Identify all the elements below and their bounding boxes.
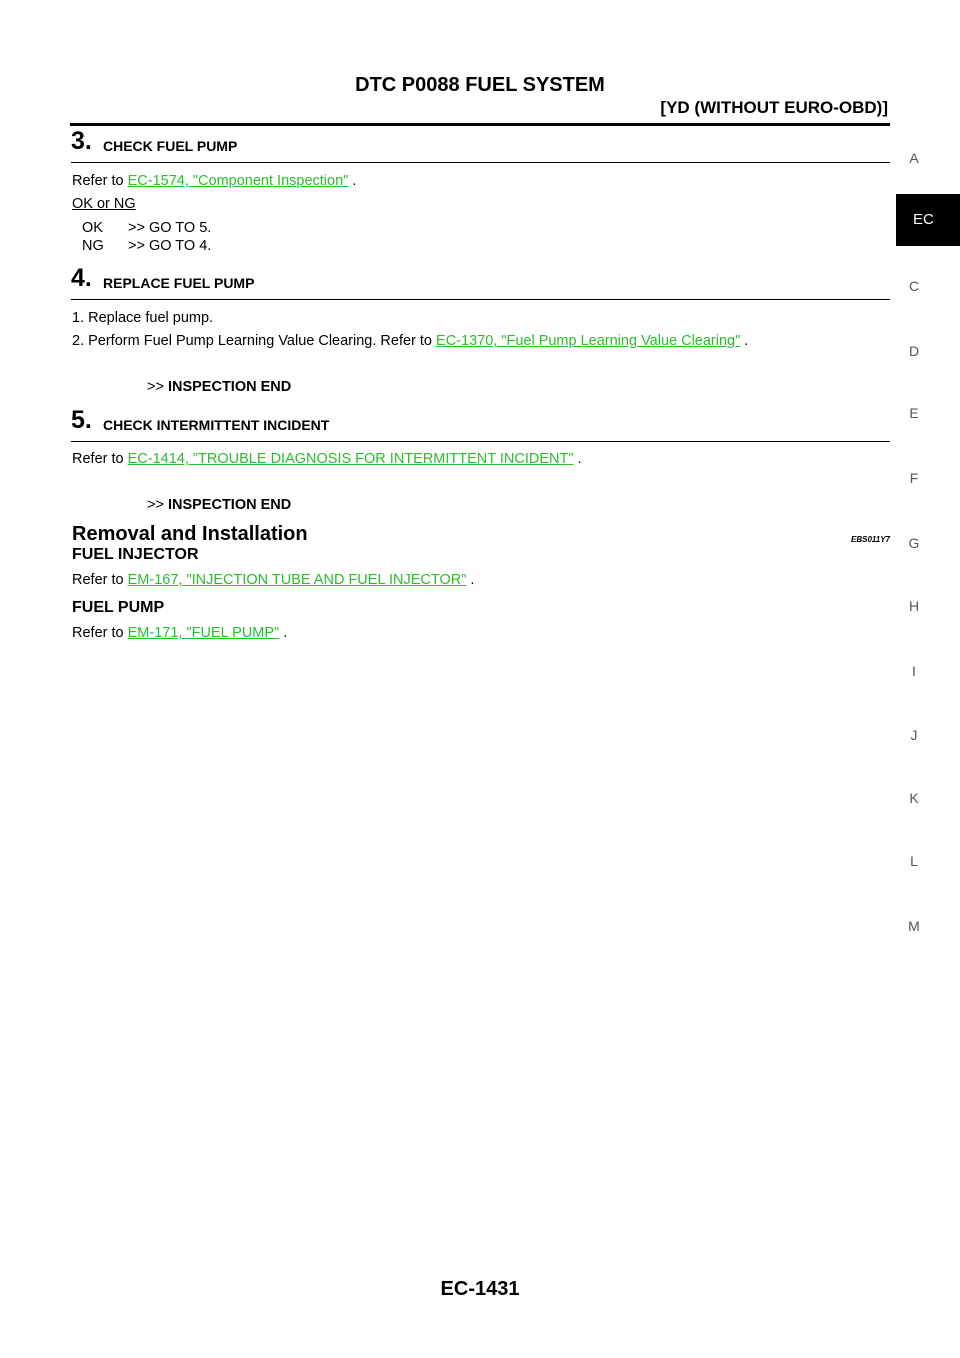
tab-i[interactable]: I xyxy=(912,663,916,679)
tab-h[interactable]: H xyxy=(908,598,920,614)
step-title: REPLACE FUEL PUMP xyxy=(103,275,255,291)
page-subtitle: [YD (WITHOUT EURO-OBD)] xyxy=(660,98,888,117)
tab-f[interactable]: F xyxy=(909,470,919,486)
step-4-heading: 4. REPLACE FUEL PUMP xyxy=(71,264,890,300)
step-title: CHECK INTERMITTENT INCIDENT xyxy=(103,417,330,433)
fuel-injector-heading: FUEL INJECTOR xyxy=(72,546,199,563)
item-text: 2. Perform Fuel Pump Learning Value Clea… xyxy=(72,333,432,349)
ok-or-ng-label: OK or NG xyxy=(72,196,136,212)
step-number: 4. xyxy=(71,264,92,292)
step-number: 5. xyxy=(71,406,92,434)
inspection-end: INSPECTION END xyxy=(167,379,292,395)
refer-prefix: Refer to xyxy=(72,625,124,641)
ng-key: NG xyxy=(82,238,104,254)
tab-d[interactable]: D xyxy=(908,343,920,359)
refer-prefix: Refer to xyxy=(72,173,124,189)
arrow: >> xyxy=(147,497,164,513)
tab-j[interactable]: J xyxy=(910,727,918,743)
step-3-reference: Refer to EC-1574, "Component Inspection"… xyxy=(72,173,356,189)
ok-key: OK xyxy=(82,220,103,236)
page-title: DTC P0088 FUEL SYSTEM xyxy=(355,74,605,96)
tab-k[interactable]: K xyxy=(909,790,919,806)
refer-suffix: . xyxy=(470,572,475,588)
ok-result: >> GO TO 5. xyxy=(128,220,212,236)
tab-m[interactable]: M xyxy=(908,918,920,934)
step-4-result: >> INSPECTION END xyxy=(147,379,291,395)
refer-prefix: Refer to xyxy=(72,451,124,467)
component-inspection-link[interactable]: EC-1574, "Component Inspection" xyxy=(127,173,349,189)
injection-tube-link[interactable]: EM-167, "INJECTION TUBE AND FUEL INJECTO… xyxy=(127,572,467,588)
section-code: EBS011Y7 xyxy=(851,535,890,544)
fuel-pump-reference: Refer to EM-171, "FUEL PUMP" . xyxy=(72,625,287,641)
tab-e[interactable]: E xyxy=(909,405,919,421)
step-5-reference: Refer to EC-1414, "TROUBLE DIAGNOSIS FOR… xyxy=(72,451,582,467)
tab-l[interactable]: L xyxy=(910,853,918,869)
fuel-pump-heading: FUEL PUMP xyxy=(72,599,165,616)
step-4-item-2: 2. Perform Fuel Pump Learning Value Clea… xyxy=(72,333,748,349)
ng-result: >> GO TO 4. xyxy=(128,238,212,254)
item-suffix: . xyxy=(744,333,749,349)
step-title: CHECK FUEL PUMP xyxy=(103,138,238,154)
refer-suffix: . xyxy=(283,625,288,641)
tab-g[interactable]: G xyxy=(908,535,920,551)
step-5-heading: 5. CHECK INTERMITTENT INCIDENT xyxy=(71,406,890,442)
tab-a[interactable]: A xyxy=(909,150,919,166)
arrow: >> xyxy=(147,379,164,395)
fuel-injector-reference: Refer to EM-167, "INJECTION TUBE AND FUE… xyxy=(72,572,474,588)
section-tabs: A EC C D E F G H I J K L M xyxy=(896,0,960,1358)
intermittent-incident-link[interactable]: EC-1414, "TROUBLE DIAGNOSIS FOR INTERMIT… xyxy=(127,451,574,467)
step-3-heading: 3. CHECK FUEL PUMP xyxy=(71,127,890,163)
fuel-pump-link[interactable]: EM-171, "FUEL PUMP" xyxy=(127,625,280,641)
refer-suffix: . xyxy=(577,451,582,467)
removal-installation-heading: Removal and Installation xyxy=(72,523,308,545)
refer-suffix: . xyxy=(352,173,357,189)
header-divider xyxy=(70,123,890,126)
refer-prefix: Refer to xyxy=(72,572,124,588)
step-5-result: >> INSPECTION END xyxy=(147,497,291,513)
step-4-item-1: 1. Replace fuel pump. xyxy=(72,310,214,326)
tab-ec[interactable]: EC xyxy=(896,194,960,246)
page-number: EC-1431 xyxy=(440,1278,520,1300)
tab-c[interactable]: C xyxy=(908,278,920,294)
inspection-end: INSPECTION END xyxy=(167,497,292,513)
learning-value-clearing-link[interactable]: EC-1370, "Fuel Pump Learning Value Clear… xyxy=(436,333,741,349)
step-number: 3. xyxy=(71,127,92,155)
